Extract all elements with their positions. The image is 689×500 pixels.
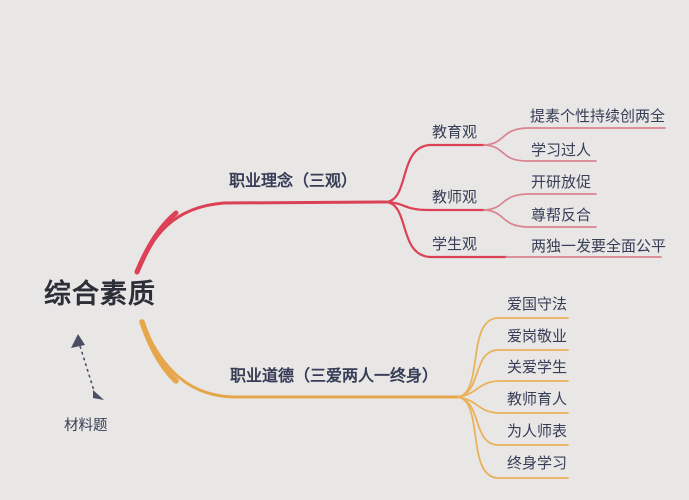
leaf-node[interactable]: 提素个性持续创两全	[530, 108, 666, 125]
connector-orange-main	[140, 320, 460, 399]
note-arrow-line	[79, 345, 96, 395]
note-arrow-head-icon	[71, 334, 85, 348]
leaf-node[interactable]: 爱国守法	[507, 296, 568, 313]
connector-red-main	[135, 200, 388, 274]
root-node[interactable]: 综合素质	[44, 279, 156, 309]
connector-red-leaf-3	[483, 193, 597, 211]
leaf-node[interactable]: 教师育人	[507, 391, 568, 408]
leaf-node[interactable]: 关爱学生	[507, 359, 568, 376]
leaf-node[interactable]: 尊帮反合	[531, 207, 592, 224]
leaf-node[interactable]: 终身学习	[507, 455, 568, 472]
child-node-student-view[interactable]: 学生观	[432, 236, 478, 253]
branch-node-career-concept[interactable]: 职业理念（三观）	[229, 173, 358, 190]
connector-red-student	[384, 200, 508, 259]
connector-red-edu	[384, 143, 486, 204]
leaf-node[interactable]: 为人师表	[507, 423, 568, 440]
connector-red-leaf-1	[483, 127, 666, 146]
leaf-node[interactable]: 开研放促	[531, 174, 592, 191]
note-label[interactable]: 材料题	[64, 418, 108, 434]
child-node-education-view[interactable]: 教育观	[432, 124, 478, 141]
connector-red-leaf-2	[483, 144, 597, 162]
branch-node-career-ethics[interactable]: 职业道德（三爱两人一终身）	[230, 368, 439, 385]
leaf-node[interactable]: 两独一发要全面公平	[531, 238, 667, 255]
connector-orange-leaf-6	[457, 396, 569, 479]
connector-red-leaf-4	[483, 209, 597, 228]
connector-orange-leaf-3	[457, 380, 569, 398]
connector-orange-leaf-1	[457, 317, 569, 398]
note-arrow-tail-icon	[93, 390, 104, 400]
leaf-node[interactable]: 学习过人	[531, 142, 592, 159]
connector-orange-leaf-2	[457, 349, 569, 398]
leaf-node[interactable]: 爱岗敬业	[507, 328, 568, 345]
child-node-teacher-view[interactable]: 教师观	[432, 189, 478, 206]
